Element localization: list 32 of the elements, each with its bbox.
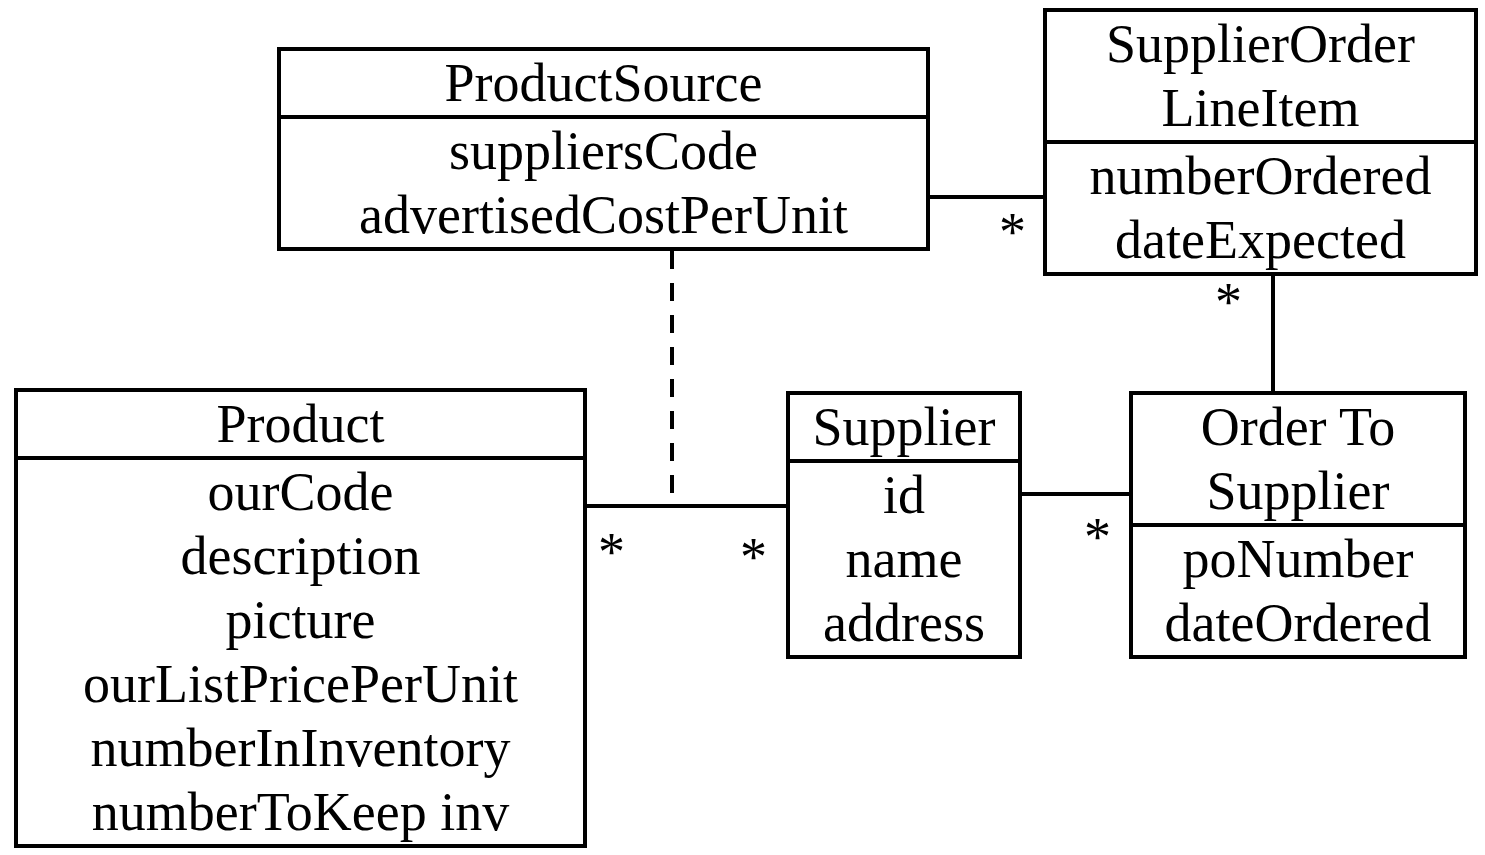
attribute: poNumber (1181, 528, 1415, 591)
attribute: address (822, 592, 986, 655)
attribute: numberToKeep inv (90, 781, 511, 844)
class-box (277, 47, 930, 251)
class-name: ProductSource (281, 51, 926, 119)
class-name: Product (18, 392, 583, 460)
attribute: description (179, 525, 422, 588)
class-box (1043, 8, 1478, 276)
association-line (1022, 492, 1129, 496)
association-line (587, 504, 786, 508)
attribute: ourCode (206, 461, 395, 524)
attribute: dateOrdered (1163, 592, 1433, 655)
class-box (1129, 391, 1467, 659)
attribute: id (882, 464, 926, 527)
association-line (930, 195, 1043, 199)
attribute: suppliersCode (448, 120, 759, 183)
multiplicity: * (598, 525, 625, 579)
multiplicity: * (1215, 275, 1242, 329)
class-box (786, 391, 1022, 659)
multiplicity: * (740, 530, 767, 584)
attribute: dateExpected (1114, 209, 1407, 272)
attribute: advertisedCostPerUnit (358, 184, 849, 247)
attribute: numberOrdered (1088, 145, 1433, 208)
attribute: numberInInventory (89, 717, 512, 780)
class-box (14, 388, 587, 848)
association-line (1271, 276, 1275, 391)
attribute: picture (224, 589, 377, 652)
multiplicity: * (1084, 510, 1111, 564)
multiplicity: * (999, 205, 1026, 259)
attribute: name (844, 528, 964, 591)
class-name: Supplier (790, 395, 1018, 463)
attribute: ourListPricePerUnit (82, 653, 519, 716)
